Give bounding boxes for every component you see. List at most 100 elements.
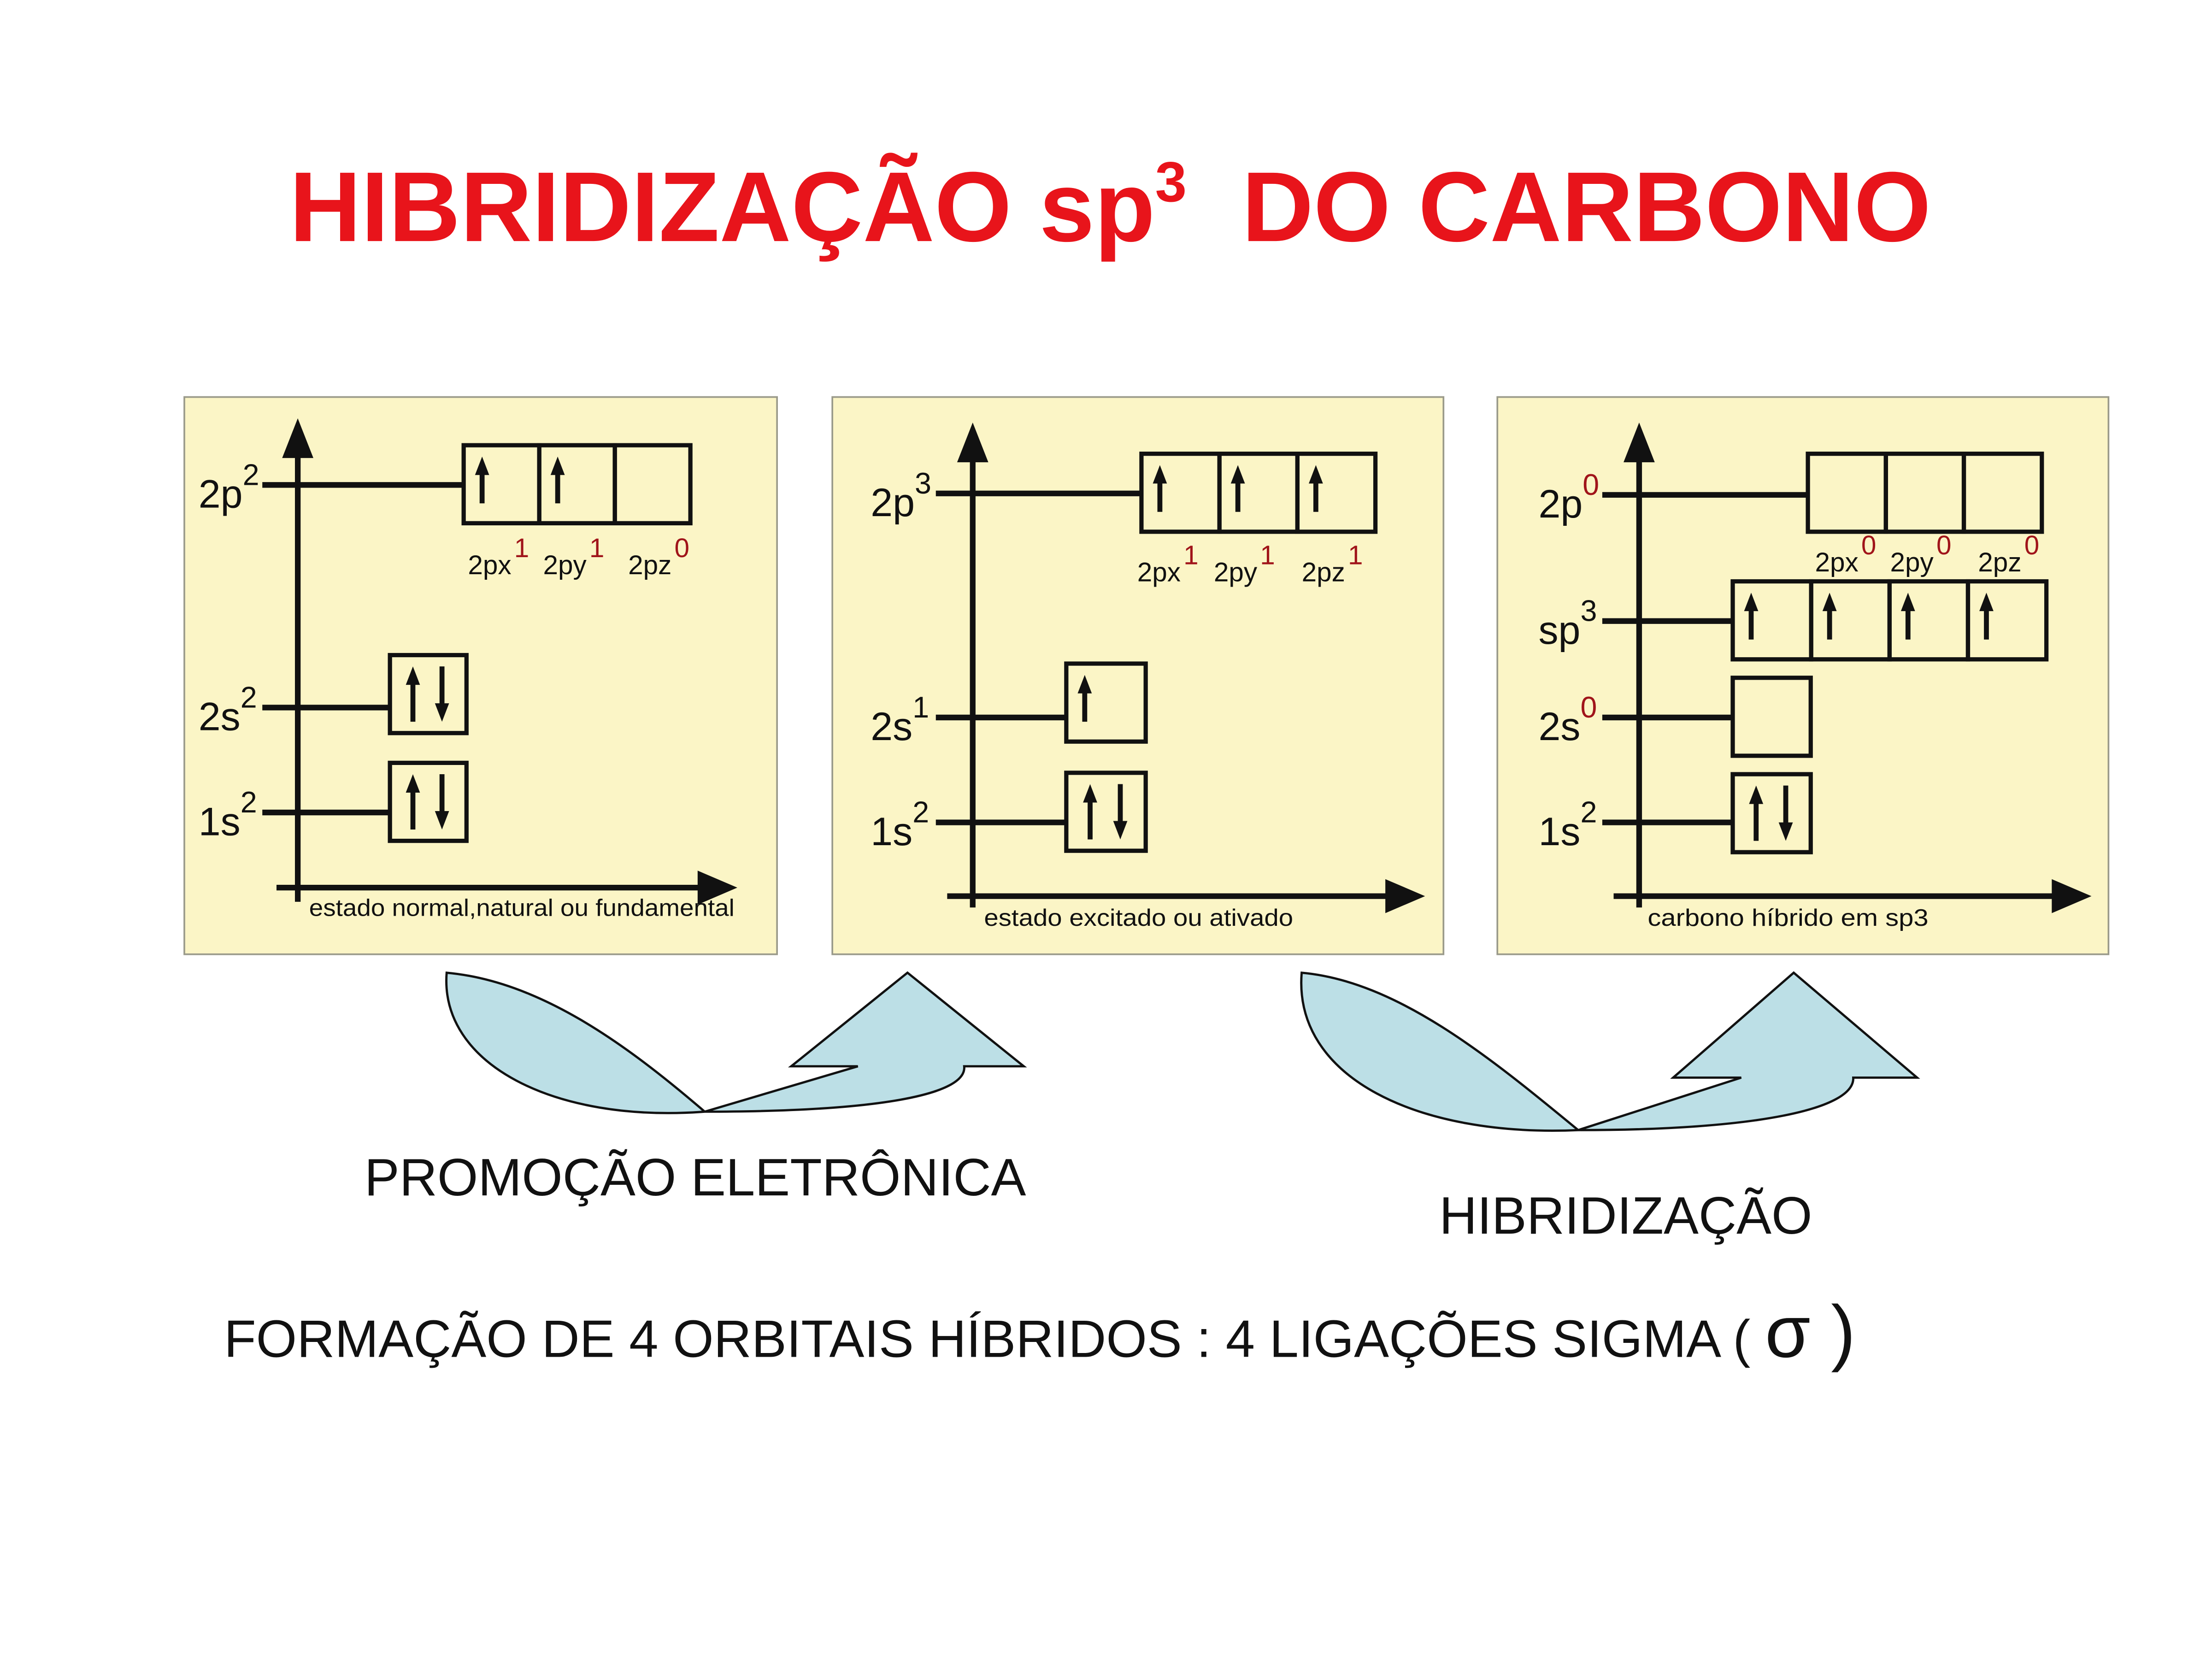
level-electron-count: 2: [912, 796, 929, 829]
orbital-box: [1961, 452, 2044, 534]
level-electron-count: 1: [912, 691, 929, 724]
orbital-box: [1295, 452, 1378, 534]
level-electron-count: 0: [1583, 468, 1599, 501]
level-name: 1s: [871, 810, 912, 854]
orbital-box: [1064, 661, 1148, 744]
suborbital-label: 2py1: [1214, 541, 1275, 588]
step-label-hybridization: HIBRIDIZAÇÃO: [1439, 1187, 1812, 1245]
energy-level-label: sp3: [1538, 594, 1597, 653]
level-name: 1s: [1538, 810, 1580, 854]
suborbital-label: 2px1: [1137, 541, 1199, 588]
curved-arrow-icon: [1300, 971, 1920, 1132]
energy-level-label: 2s2: [199, 681, 257, 739]
level-electron-count: 2: [241, 681, 257, 714]
orbital-diagram-panel: estado normal,natural ou fundamental2p22…: [183, 396, 778, 955]
state-axis-arrowhead: [2052, 879, 2092, 913]
level-name: 2s: [1538, 705, 1580, 749]
energy-level-label: 2p2: [199, 458, 259, 516]
suborbital-label: 2pz0: [1978, 530, 2039, 577]
suborbital-name: 2pz: [1978, 547, 2021, 577]
energy-level-label: 2p0: [1538, 468, 1599, 526]
suborbital-name: 2pz: [1302, 558, 1345, 588]
spin-up-arrow-head: [1083, 784, 1097, 803]
spin-up-arrow-head: [550, 456, 565, 475]
orbital-box: [1064, 771, 1148, 853]
spin-up-arrow-head: [1230, 465, 1245, 484]
suborbital-electron-count: 1: [589, 533, 605, 563]
energy-level-label: 2s0: [1538, 691, 1597, 749]
energy-level-label: 2s1: [871, 691, 929, 749]
level-name: 2p: [871, 481, 915, 525]
level-electron-count: 0: [1580, 691, 1597, 724]
spin-up-arrow-head: [1900, 593, 1915, 612]
suborbital-electron-count: 0: [674, 533, 689, 563]
suborbital-electron-count: 1: [514, 533, 529, 563]
suborbital-name: 2px: [1815, 547, 1858, 577]
energy-axis-arrowhead: [957, 422, 988, 463]
suborbital-electron-count: 0: [1936, 530, 1952, 560]
energy-level-label: 1s2: [199, 786, 257, 844]
energy-level-label: 1s2: [871, 796, 929, 854]
spin-up-arrow-head: [1077, 675, 1092, 694]
orbital-box: [1730, 772, 1813, 854]
suborbital-electron-count: 1: [1183, 541, 1199, 571]
level-name: 2p: [199, 472, 243, 517]
spin-down-arrow-head: [1778, 822, 1793, 841]
spin-down-arrow-head: [1113, 821, 1128, 840]
spin-up-arrow-head: [406, 774, 420, 793]
level-electron-count: 2: [243, 458, 259, 491]
orbital-box: [388, 760, 469, 843]
spin-up-arrow-head: [1309, 465, 1323, 484]
level-name: 2p: [1538, 482, 1583, 526]
orbital-box: [612, 443, 693, 525]
suborbital-label: 2py1: [543, 533, 604, 580]
suborbital-electron-count: 0: [1861, 530, 1877, 560]
energy-axis-arrowhead: [282, 418, 313, 458]
suborbital-electron-count: 1: [1260, 541, 1275, 571]
level-name: sp: [1538, 608, 1580, 653]
spin-up-arrow-head: [1153, 465, 1167, 484]
level-name: 2s: [199, 695, 241, 739]
level-electron-count: 2: [241, 786, 257, 819]
panel-caption: carbono híbrido em sp3: [1647, 905, 1928, 931]
spin-up-arrow-head: [475, 456, 489, 475]
slide-title: HIBRIDIZAÇÃO sp3 DO CARBONO: [289, 151, 1931, 262]
level-electron-count: 2: [1580, 796, 1597, 829]
state-axis-arrowhead: [697, 871, 737, 905]
suborbital-name: 2py: [1890, 547, 1934, 577]
level-name: 1s: [199, 800, 241, 844]
orbital-box: [1730, 676, 1813, 758]
spin-up-arrow-head: [1749, 785, 1764, 804]
spin-up-arrow-head: [406, 666, 420, 685]
energy-level-label: 1s2: [1538, 796, 1597, 854]
suborbital-name: 2px: [468, 550, 511, 580]
suborbital-name: 2px: [1137, 558, 1181, 588]
level-electron-count: 3: [1580, 594, 1597, 628]
orbital-box: [1965, 579, 2049, 662]
energy-level-label: 2p3: [871, 467, 931, 525]
suborbital-label: 2py0: [1890, 530, 1952, 577]
suborbital-name: 2py: [543, 550, 587, 580]
orbital-diagrams: estado normal,natural ou fundamental2p22…: [183, 396, 2110, 955]
orbital-diagram-panel: estado excitado ou ativado2p32s11s22px12…: [831, 396, 1445, 955]
spin-up-arrow-head: [1822, 593, 1837, 612]
spin-up-arrow-head: [1979, 593, 1994, 612]
level-name: 2s: [871, 705, 912, 749]
spin-up-arrow-head: [1744, 593, 1759, 612]
suborbital-name: 2py: [1214, 558, 1258, 588]
step-label-promotion: PROMOÇÃO ELETRÔNICA: [365, 1148, 1026, 1207]
curved-arrow-icon: [445, 971, 1027, 1114]
suborbital-electron-count: 0: [2024, 530, 2040, 560]
suborbital-name: 2pz: [628, 550, 671, 580]
state-axis-arrowhead: [1385, 879, 1425, 913]
spin-down-arrow-head: [435, 703, 449, 722]
suborbital-electron-count: 1: [1348, 541, 1363, 571]
conclusion-text: FORMAÇÃO DE 4 ORBITAIS HÍBRIDOS : 4 LIGA…: [224, 1290, 1855, 1373]
orbital-box: [388, 653, 469, 735]
spin-down-arrow-head: [435, 811, 449, 830]
suborbital-label: 2px0: [1815, 530, 1876, 577]
level-electron-count: 3: [915, 467, 931, 500]
panel-caption: estado excitado ou ativado: [984, 905, 1293, 931]
suborbital-label: 2pz1: [1302, 541, 1363, 588]
